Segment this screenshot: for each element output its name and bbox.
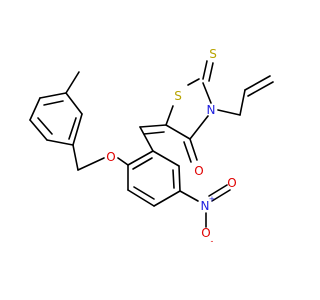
- nitro-nitrogen-label: N: [201, 199, 210, 213]
- bond-ar1-2b: [172, 169, 175, 189]
- bond-exo-3: [139, 126, 154, 152]
- bond-ar2-3: [29, 97, 41, 121]
- bond-ar2-6b: [68, 117, 77, 140]
- bond-ar1-4: [127, 189, 155, 207]
- atom-labels: S S N O O N + O O -: [106, 47, 236, 246]
- bond-ar1-6: [127, 150, 154, 166]
- bond-ar2-2b: [37, 117, 53, 135]
- ring-nitrogen-label: N: [207, 103, 216, 117]
- bond-ring-c4-n: [189, 115, 209, 140]
- thioxo-sulfur-label: S: [209, 47, 217, 61]
- nitro-oxygen-bottom-label: O: [201, 226, 210, 240]
- bond-carbonyl-2: [183, 141, 192, 163]
- bond-ring-n-c2: [202, 82, 212, 104]
- bond-ring-c2-s: [187, 78, 200, 86]
- bonds: [29, 60, 274, 228]
- bond-exo-1: [139, 124, 167, 128]
- bond-ar1-4b: [133, 186, 155, 200]
- bond-ar2-1: [46, 139, 74, 146]
- bond-ether-3: [72, 144, 79, 171]
- bond-nitro-cn: [179, 190, 199, 202]
- bond-nitro-no1: [211, 189, 231, 202]
- bond-thioxo-1: [202, 60, 208, 80]
- nitro-nitrogen-charge: +: [209, 195, 216, 204]
- bond-ring-s-c5: [165, 105, 174, 126]
- bond-allyl-2: [239, 89, 246, 116]
- bond-thioxo-2: [208, 62, 214, 82]
- bond-ar2-5: [65, 92, 83, 115]
- bond-ar1-6b: [132, 157, 153, 170]
- bond-allyl-1b: [247, 81, 274, 97]
- ether-oxygen-label: O: [106, 150, 115, 164]
- bond-ar1-3: [153, 190, 181, 207]
- bond-ether-2: [77, 157, 105, 171]
- bond-ring-c5-c4: [165, 124, 191, 140]
- molecule-diagram: S S N O O N + O O -: [29, 47, 274, 246]
- bond-ar2-2: [29, 119, 48, 141]
- bond-allyl-1: [244, 75, 271, 91]
- nitro-oxygen-top-label: O: [227, 176, 236, 190]
- bond-nitro-no1b: [208, 184, 228, 197]
- nitro-oxygen-charge: -: [211, 237, 214, 246]
- structure-svg: S S N O O N + O O -: [29, 47, 274, 246]
- bond-ar1-2: [178, 165, 181, 192]
- bond-ar2-4b: [43, 100, 64, 106]
- carbonyl-oxygen-label: O: [194, 164, 203, 178]
- thiazolidine-sulfur-label: S: [174, 89, 182, 103]
- bond-exo-2: [143, 131, 165, 135]
- bond-carbonyl-1: [189, 138, 198, 161]
- bond-allyl-3: [217, 109, 241, 116]
- bond-ar1-1: [152, 150, 180, 167]
- bond-ar2-6: [72, 113, 83, 146]
- bond-ar2-4: [39, 92, 67, 99]
- bond-methyl: [65, 71, 80, 94]
- bond-ether-1: [117, 157, 129, 166]
